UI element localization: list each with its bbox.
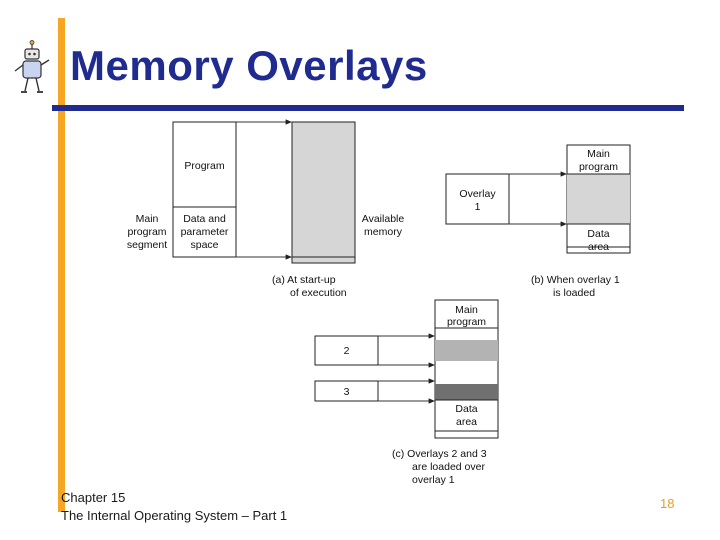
caption-c-2: are loaded over [412,461,485,473]
available-memory-label-1: Available [362,213,405,225]
overlay-3-label: 3 [344,386,350,398]
overlay-1-label-1: Overlay [459,188,496,200]
accent-vertical-bar [58,18,65,512]
b-main-label-1: Main [587,148,610,160]
slide-title: Memory Overlays [70,42,428,89]
c-main-label-1: Main [455,304,478,316]
overlay-1-region [567,174,630,224]
overlay-2-region [435,340,498,361]
page-number: 18 [660,496,675,511]
memory-column-c [434,299,499,439]
program-label: Program [184,160,225,172]
b-data-label-1: Data [587,228,609,240]
overlay-3-region [435,384,498,400]
caption-a-2: of execution [290,287,347,299]
overlay-2-box [314,335,379,366]
c-main-label-2: program [447,316,486,328]
title-rule [52,105,684,111]
robot-mascot-icon [14,40,50,93]
data-params-label-1: Data and [183,213,226,225]
available-memory-label-2: memory [364,226,403,238]
caption-a-1: (a) At start-up [272,274,336,286]
b-data-label-2: area [588,241,609,253]
slide-footer: Chapter 15 The Internal Operating System… [61,489,287,525]
overlay-3-box [314,380,379,402]
footer-chapter: Chapter 15 [61,490,126,505]
memory-overlay-diagram: Program Data and parameter space Main pr… [127,119,631,486]
panel-a-start-up: Program Data and parameter space Main pr… [127,119,405,299]
available-memory-box [291,121,356,264]
overlay-1-box [445,173,510,225]
main-segment-label-1: Main [136,213,159,225]
caption-b-1: (b) When overlay 1 [531,274,620,286]
footer-subtitle: The Internal Operating System – Part 1 [61,508,288,523]
c-data-label-2: area [456,416,477,428]
data-params-label-2: parameter [181,226,229,238]
overlay-1-label-2: 1 [475,201,481,213]
panel-b-overlay-1: Main program Data area Overlay 1 (b) Whe… [445,144,631,299]
overlay-2-label: 2 [344,345,350,357]
c-data-label-1: Data [455,403,477,415]
caption-c-3: overlay 1 [412,474,455,486]
panel-c-overlays-2-3: Main program Data area 2 3 (c) Overlays … [314,299,499,486]
main-segment-label-2: program [127,226,166,238]
caption-c-1: (c) Overlays 2 and 3 [392,448,487,460]
main-segment-label-3: segment [127,239,167,251]
caption-b-2: is loaded [553,287,595,299]
program-segment-box [172,121,237,258]
data-params-label-3: space [190,239,218,251]
b-main-label-2: program [579,161,618,173]
